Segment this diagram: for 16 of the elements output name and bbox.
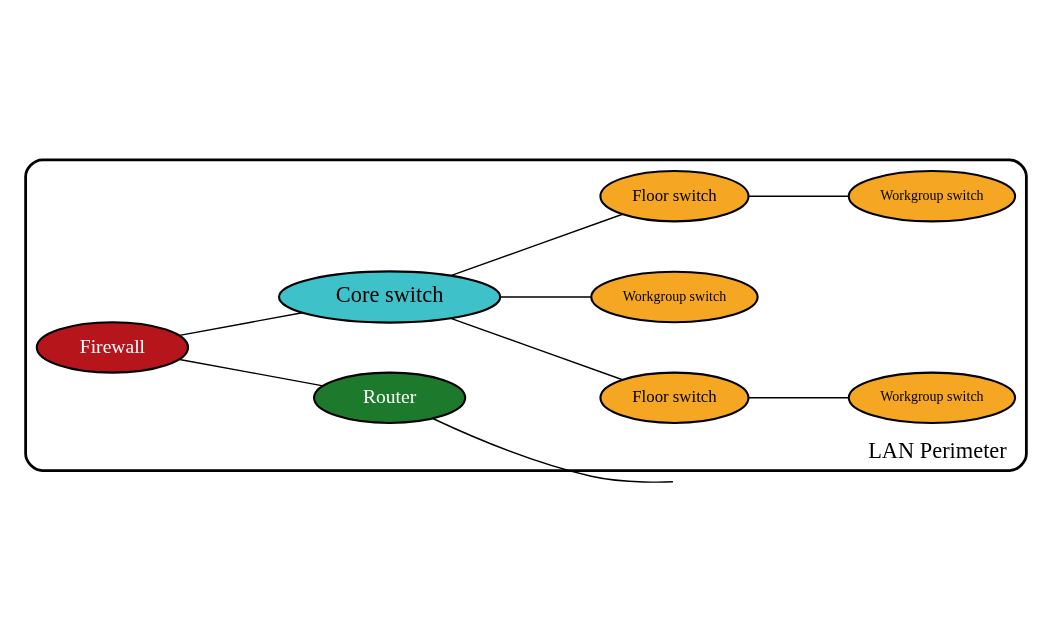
node-ellipse: Workgroup switch bbox=[590, 270, 759, 324]
connector bbox=[450, 317, 624, 381]
connector bbox=[450, 213, 624, 277]
connector bbox=[178, 358, 324, 387]
node-ellipse: Workgroup switch bbox=[847, 371, 1017, 425]
connector bbox=[748, 397, 850, 399]
node-ellipse: Firewall bbox=[35, 321, 190, 374]
connector bbox=[748, 195, 850, 197]
node-ellipse: Router bbox=[312, 371, 467, 425]
node-ellipse: Floor switch bbox=[599, 169, 750, 223]
connector bbox=[432, 417, 674, 483]
node-ellipse: Workgroup switch bbox=[847, 169, 1017, 223]
connector bbox=[499, 296, 592, 298]
connector bbox=[178, 312, 303, 337]
node-ellipse: Core switch bbox=[277, 270, 502, 324]
node-ellipse: Floor switch bbox=[599, 371, 750, 425]
